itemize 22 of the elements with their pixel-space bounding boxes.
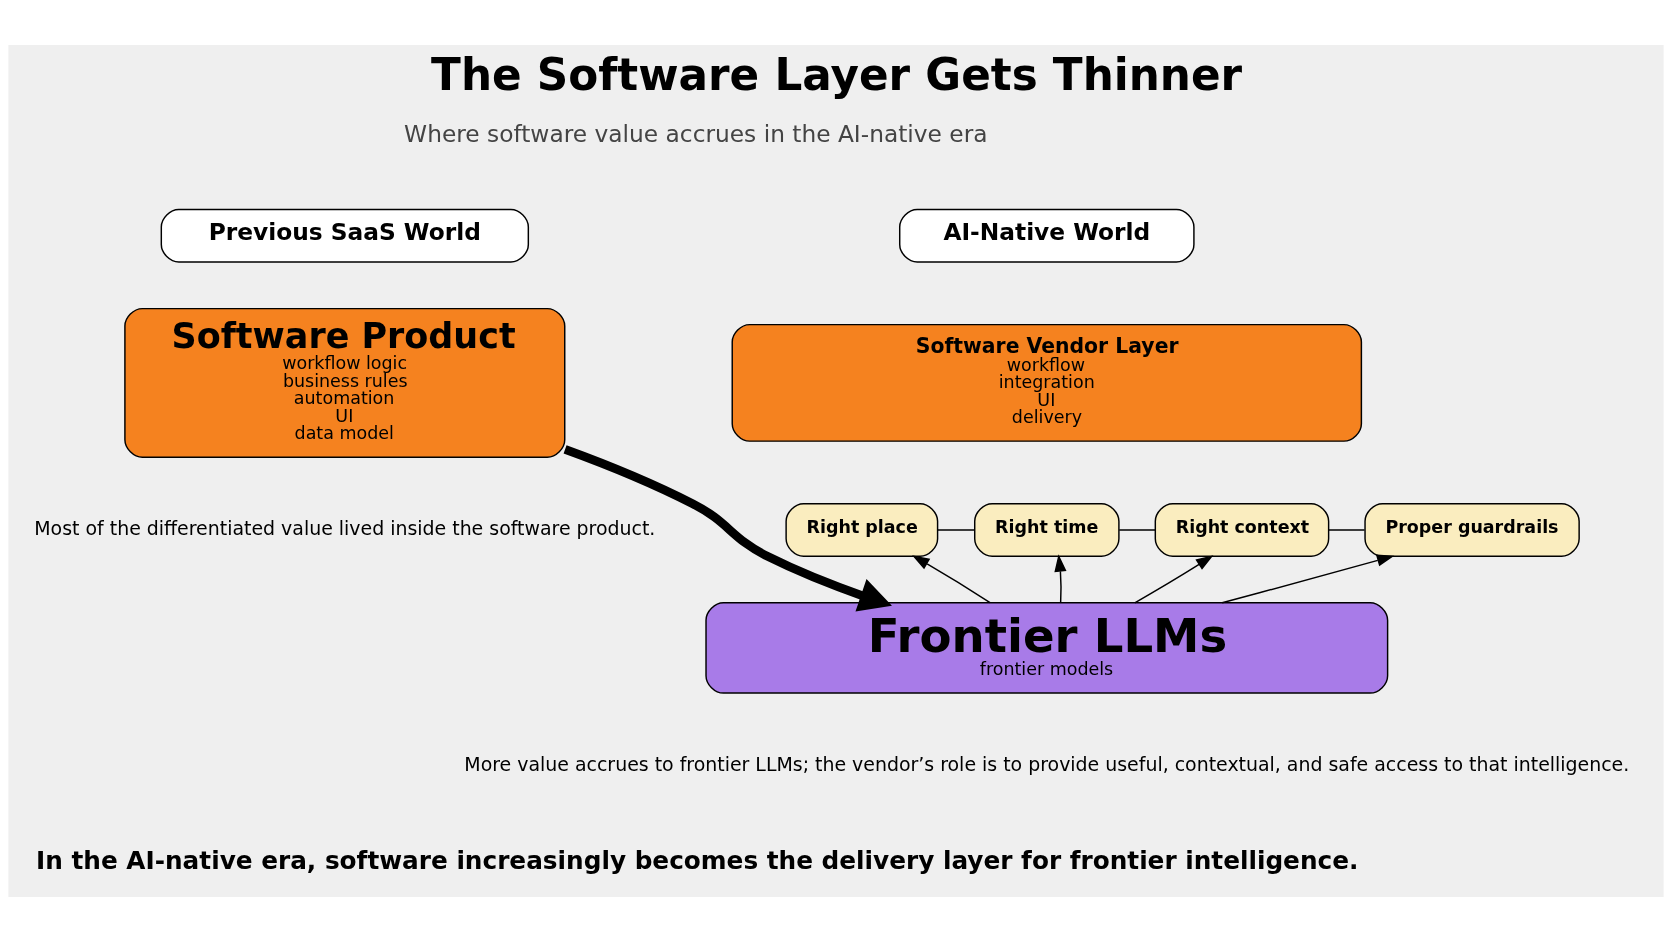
node-box: Previous SaaS World bbox=[160, 208, 530, 263]
connector bbox=[1118, 528, 1156, 531]
node-box: Frontier LLMs frontier models bbox=[705, 601, 1389, 694]
diagram-title: The Software Layer Gets Thinner bbox=[431, 48, 1243, 100]
connector bbox=[937, 528, 976, 531]
arrow bbox=[1054, 553, 1067, 603]
arrow bbox=[563, 444, 892, 612]
arrow bbox=[1134, 554, 1214, 603]
node-box: Right time bbox=[974, 502, 1120, 557]
node-label: More value accrues to frontier LLMs; the vendor’s role is to provide useful, contextual, and safe access to that intelligence. bbox=[464, 752, 1630, 775]
node-label: Most of the differentiated value lived inside the software product. bbox=[34, 516, 656, 539]
arrow bbox=[1221, 554, 1395, 604]
node-box: Right context bbox=[1154, 502, 1330, 557]
arrow bbox=[912, 554, 991, 603]
connector bbox=[1328, 528, 1366, 531]
node-box: AI-Native World bbox=[899, 208, 1195, 263]
label: Where software value accrues in the AI-native era bbox=[404, 119, 988, 147]
node-box: Proper guardrails bbox=[1364, 502, 1580, 557]
caption: In the AI-native era, software increasingly becomes the delivery layer for frontier intelligence. bbox=[36, 845, 1359, 875]
node-box: Software Vendor Layer workflow integration UI delivery bbox=[731, 323, 1363, 442]
node-box: Software Product workflow logic business rules automation UI data model bbox=[124, 307, 566, 458]
node-box: Right place bbox=[785, 502, 939, 557]
